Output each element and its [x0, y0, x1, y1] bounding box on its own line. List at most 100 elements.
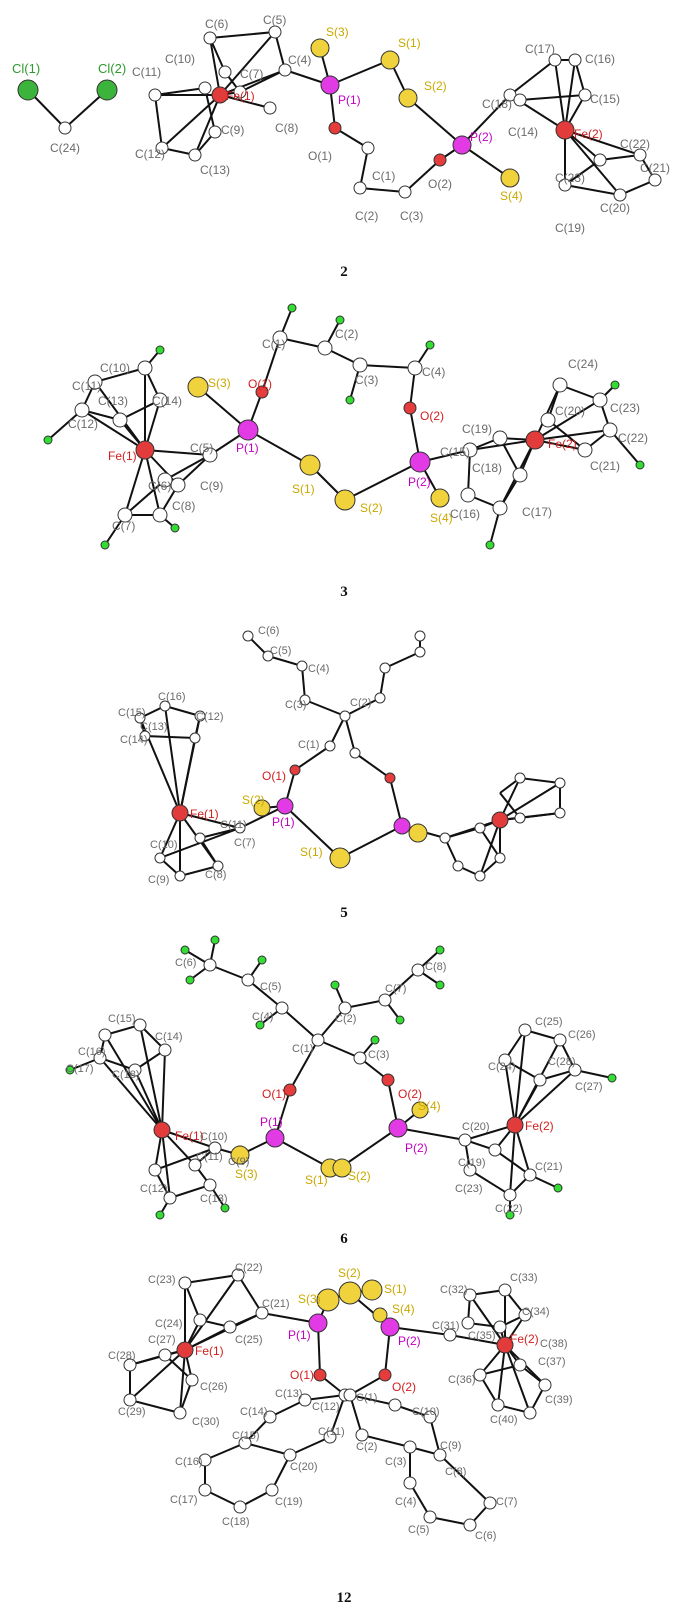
atom-label: C(24)	[488, 1061, 516, 1073]
atom-label: C(10)	[412, 1406, 440, 1418]
phosphorus-atom	[308, 1313, 328, 1333]
atom-label: O(2)	[420, 409, 444, 423]
atom-label: Cl(2)	[98, 61, 126, 76]
atom-label: S(2)	[348, 1169, 371, 1183]
sulfur-atom	[230, 1145, 250, 1165]
carbon-atom	[58, 121, 72, 135]
hydrogen-atom	[180, 945, 190, 955]
structure-3-drawing: C(1) C(2) C(3) C(4) O(1) O(2) C(10) C(11…	[43, 303, 648, 550]
iron-atom	[506, 1116, 524, 1134]
atom-label: C(1)	[292, 1043, 313, 1055]
atom-label: Fe(1)	[175, 1129, 204, 1143]
atom-label: S(3)	[208, 376, 231, 390]
atom-label: O(2)	[428, 177, 452, 191]
atom-label: C(19)	[275, 1496, 303, 1508]
atom-label: C(16)	[585, 52, 615, 66]
atom-label: C(11)	[220, 819, 247, 831]
atom-label: C(27)	[575, 1081, 603, 1093]
carbon-atom	[514, 812, 526, 824]
atom-label: C(16)	[158, 691, 186, 703]
hydrogen-atom	[553, 1183, 563, 1193]
carbon-atom	[242, 630, 254, 642]
atom-label: C(31)	[432, 1320, 460, 1332]
carbon-atom	[263, 1410, 277, 1424]
carbon-atom	[208, 1141, 222, 1155]
sulfur-atom	[380, 50, 400, 70]
sulfur-atom	[500, 168, 520, 188]
carbon-atom	[463, 1518, 477, 1532]
atom-label: O(1)	[262, 1087, 286, 1101]
atom-label: S(1)	[300, 845, 323, 859]
phosphorus-atom	[388, 1118, 408, 1138]
atom-label: C(14)	[120, 734, 148, 746]
atom-label: C(39)	[545, 1394, 573, 1406]
atom-label: C(9)	[148, 874, 169, 886]
atom-label: C(18)	[472, 461, 502, 475]
carbon-atom	[296, 660, 308, 672]
carbon-atom	[188, 148, 202, 162]
hydrogen-atom	[65, 1065, 75, 1075]
atom-label: C(20)	[462, 1121, 490, 1133]
atom-label: C(14)	[240, 1406, 268, 1418]
atom-label: C(2)	[356, 1441, 377, 1453]
carbon-atom	[185, 1373, 199, 1387]
atom-label: C(40)	[490, 1414, 518, 1426]
carbon-atom	[272, 330, 288, 346]
atom-label: C(10)	[150, 839, 178, 851]
atom-label: C(17)	[66, 1063, 94, 1075]
carbon-atom	[474, 870, 486, 882]
hydrogen-atom	[607, 1073, 617, 1083]
structure-2-atoms	[17, 25, 662, 202]
carbon-atom	[343, 1388, 357, 1402]
atom-label: C(6)	[148, 479, 171, 493]
carbon-atom	[513, 93, 527, 107]
atom-label: O(1)	[248, 377, 272, 391]
structure-12-drawing: C(23) C(22) C(24) C(21) C(27) C(25) Fe(1…	[108, 1262, 573, 1542]
iron-atom	[176, 1341, 194, 1359]
atom-label: Fe(2)	[574, 127, 603, 141]
carbon-atom	[439, 832, 451, 844]
atom-label: C(5)	[408, 1524, 429, 1536]
atom-label: C(13)	[275, 1388, 303, 1400]
atom-label: C(14)	[155, 1031, 183, 1043]
carbon-atom	[339, 710, 351, 722]
structure-12-atoms	[123, 1268, 552, 1532]
atom-label: C(14)	[152, 394, 182, 408]
carbon-atom	[552, 377, 568, 393]
carbon-atom	[474, 822, 486, 834]
carbon-atom	[152, 392, 168, 408]
atom-label: C(12)	[140, 1183, 168, 1195]
atom-label: S(2)	[242, 793, 265, 807]
atom-label: C(36)	[448, 1374, 476, 1386]
atom-label: C(7)	[240, 67, 263, 81]
atom-label: C(19)	[458, 1157, 486, 1169]
carbon-atom	[311, 1033, 325, 1047]
carbon-atom	[148, 88, 162, 102]
atom-label: C(20)	[555, 404, 585, 418]
carbon-atom	[174, 870, 186, 882]
carbon-atom	[592, 392, 608, 408]
atom-label: C(6)	[175, 957, 196, 969]
sulfur-atom	[329, 847, 351, 869]
carbon-atom	[241, 973, 255, 987]
atom-label: S(3)	[326, 25, 349, 39]
carbon-atom	[173, 1406, 187, 1420]
oxygen-atom	[381, 1073, 395, 1087]
atom-label: C(15)	[108, 1013, 136, 1025]
atom-label: C(20)	[290, 1461, 318, 1473]
structure-3-labels: C(1) C(2) C(3) C(4) O(1) O(2) C(10) C(11…	[68, 327, 648, 533]
atom-label: C(18)	[222, 1516, 250, 1528]
sulfur-atom	[408, 823, 428, 843]
carbon-atom	[349, 747, 361, 759]
oxygen-atom	[433, 153, 447, 167]
atom-label: C(13)	[200, 1193, 228, 1205]
structure-6-drawing: C(6) C(5) C(4) C(1) C(2) C(3) C(7) C(8) …	[65, 935, 617, 1220]
atom-label: C(25)	[235, 1334, 263, 1346]
atom-label: C(1)	[298, 739, 319, 751]
atom-label: C(5)	[270, 645, 291, 657]
atom-label: S(3)	[298, 1292, 321, 1306]
sulfur-atom	[338, 1281, 362, 1305]
carbon-atom	[568, 53, 582, 67]
structure-12-caption: 12	[336, 1590, 352, 1606]
carbon-atom	[87, 374, 103, 390]
